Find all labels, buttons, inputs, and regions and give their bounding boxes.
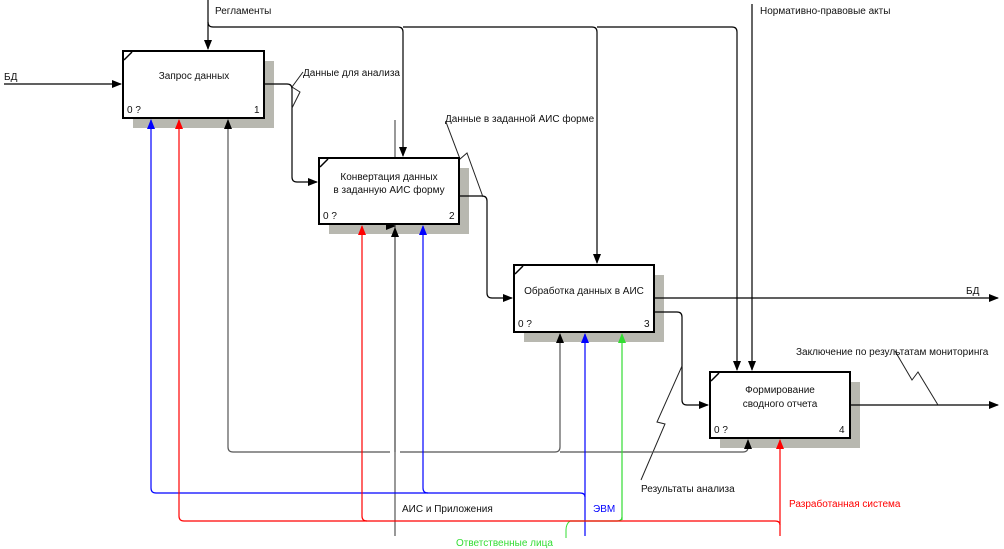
box-4-cost: 0 ? (714, 425, 728, 436)
box-2-cost: 0 ? (323, 211, 337, 222)
box-1-title: Запрос данных (159, 71, 230, 82)
arrow-data-for-analysis[interactable] (264, 71, 318, 186)
label-input-db: БД (4, 72, 18, 83)
box-2-title-line-2: в заданную АИС форму (333, 184, 444, 196)
label-legal-acts: Нормативно-правовые акты (760, 6, 890, 17)
label-data-in-ais-form: Данные в заданной АИС форме (445, 113, 595, 125)
box-1-number: 1 (254, 105, 260, 116)
arrow-data-in-ais-form[interactable] (445, 121, 513, 302)
box-1-cost: 0 ? (127, 105, 141, 116)
label-analysis-results: Результаты анализа (641, 484, 735, 495)
box-2-number: 2 (449, 211, 455, 222)
squiggle-analysis-results (640, 365, 683, 481)
arrow-regulations[interactable] (204, 0, 741, 371)
squiggle-monitoring-conclusion (894, 350, 939, 406)
box-4-title-line-1: Формирование (745, 385, 815, 396)
box-2-title-line-1: Конвертация данных (340, 172, 437, 183)
label-regulations: Регламенты (215, 6, 271, 17)
arrow-developed-system[interactable] (175, 119, 784, 536)
label-developed-system: Разработанная система (789, 498, 901, 510)
squiggle-responsible (565, 520, 571, 538)
label-monitoring-conclusion: Заключение по результатам мониторинга (796, 347, 989, 358)
arrow-ais-apps[interactable] (224, 119, 752, 536)
label-data-for-analysis: Данные для анализа (303, 68, 400, 79)
activity-box-3[interactable]: Обработка данных в АИС 0 ? 3 (513, 264, 655, 333)
box-3-number: 3 (644, 319, 650, 330)
box-3-title: Обработка данных в АИС (524, 285, 644, 297)
arrow-computer[interactable] (147, 119, 589, 536)
box-4-number: 4 (839, 425, 845, 436)
arrow-monitoring-conclusion[interactable] (850, 350, 999, 409)
label-responsible: Ответственные лица (456, 538, 553, 549)
label-computer: ЭВМ (593, 504, 615, 515)
squiggle-data-for-analysis (291, 71, 304, 109)
box-4-title-line-2: сводного отчета (743, 399, 818, 410)
activity-box-1[interactable]: Запрос данных 0 ? 1 (122, 50, 265, 119)
activity-box-2[interactable]: Конвертация данных в заданную АИС форму … (318, 157, 460, 225)
label-output-db: БД (966, 286, 980, 297)
squiggle-data-in-ais-form (445, 121, 484, 198)
label-ais-apps: АИС и Приложения (402, 504, 493, 515)
box-3-cost: 0 ? (518, 319, 532, 330)
activity-box-4[interactable]: Формирование сводного отчета 0 ? 4 (709, 371, 851, 439)
